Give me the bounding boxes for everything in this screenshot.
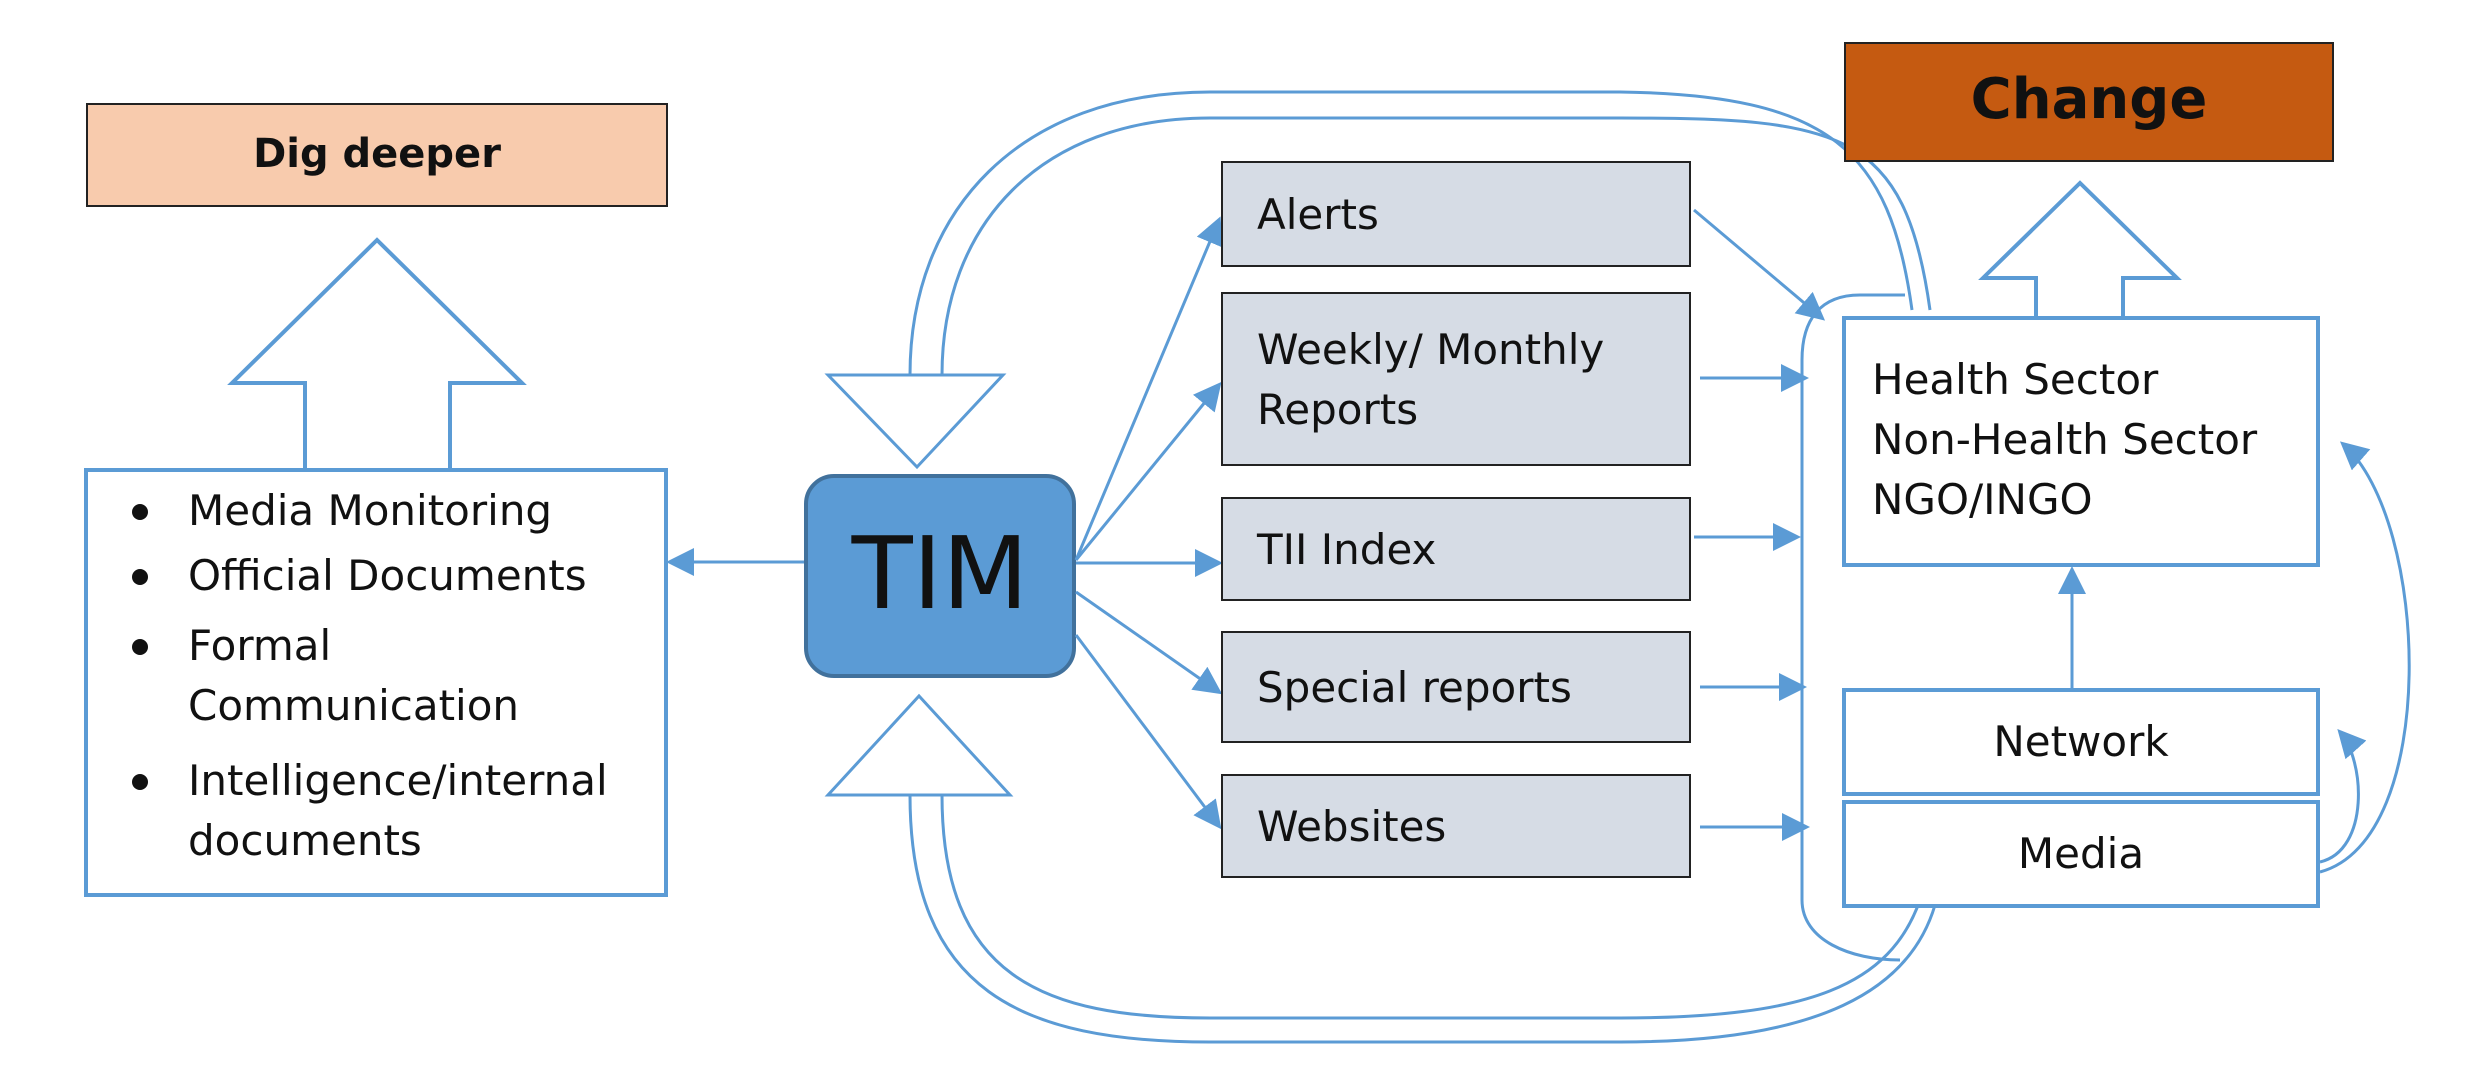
source-item-line: documents	[188, 816, 422, 865]
network-label: Network	[1993, 717, 2169, 766]
dig-deeper-up-arrow	[227, 237, 527, 472]
source-item-line: Official Documents	[188, 551, 587, 600]
feedback-loop-bottom	[908, 794, 1937, 1044]
output-box-frame	[1221, 161, 1691, 267]
tim-output-arrows	[1074, 216, 1223, 830]
output-box[interactable]: Alerts	[1221, 161, 1691, 267]
output-box-frame	[1221, 631, 1691, 743]
source-item-line: Intelligence/internal	[188, 756, 608, 805]
output-label: Websites	[1257, 802, 1446, 851]
change-label: Change	[1971, 67, 2208, 132]
output-label: Special reports	[1257, 663, 1572, 712]
change-box: Change	[1844, 42, 2334, 162]
output-box[interactable]: Websites	[1221, 774, 1691, 878]
output-box[interactable]: Special reports	[1221, 631, 1691, 743]
bullet-dot	[132, 569, 148, 585]
bullet-dot	[132, 639, 148, 655]
network-box[interactable]: Network	[1842, 688, 2320, 796]
output-label: Alerts	[1257, 190, 1379, 239]
feedback-loop-top	[908, 90, 1932, 376]
sources-box	[84, 468, 668, 897]
bullet-dot	[132, 774, 148, 790]
output-box-frame	[1221, 497, 1691, 601]
output-box-frame	[1221, 292, 1691, 466]
media-label: Media	[2018, 829, 2144, 878]
dig-deeper-box: Dig deeper	[86, 103, 668, 207]
audience-group-outline	[1800, 293, 1905, 962]
output-to-audience-arrows	[1693, 208, 1826, 841]
tim-node[interactable]: TIM	[804, 474, 1076, 678]
loop-arrowhead-up	[824, 693, 1014, 797]
dig-deeper-label: Dig deeper	[253, 131, 501, 177]
bullet-dot	[132, 504, 148, 520]
source-item-line: Formal	[188, 621, 331, 670]
source-item-line: Media Monitoring	[188, 486, 552, 535]
output-box-frame	[1221, 774, 1691, 878]
audience-line: NGO/INGO	[1872, 475, 2093, 524]
audience-line: Health Sector	[1872, 355, 2159, 404]
output-box[interactable]: TII Index	[1221, 497, 1691, 601]
change-up-arrow	[1978, 180, 2182, 322]
source-item-line: Communication	[188, 681, 519, 730]
output-label: TII Index	[1256, 525, 1436, 574]
output-label: Weekly/ Monthly	[1257, 325, 1604, 374]
media-feedback-arrows	[2319, 441, 2411, 874]
output-label: Reports	[1257, 385, 1418, 434]
loop-arrowhead-down	[824, 373, 1007, 470]
tim-label: TIM	[851, 515, 1029, 632]
audience-line: Non-Health Sector	[1872, 415, 2258, 464]
media-box[interactable]: Media	[1842, 800, 2320, 908]
